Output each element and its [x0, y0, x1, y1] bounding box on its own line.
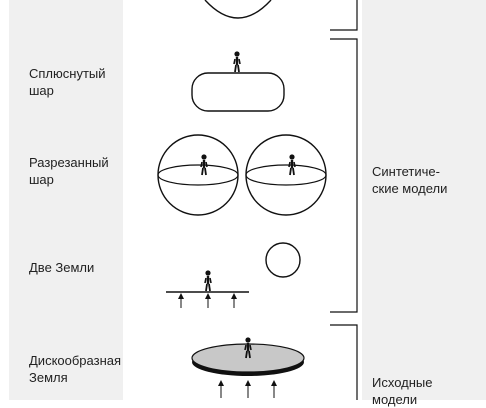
right-group-panel — [362, 0, 486, 400]
left-label-panel — [9, 0, 123, 400]
top-sphere-fragment — [204, 0, 272, 19]
flattened-sphere-label: Сплюснутый шар — [29, 66, 106, 98]
flattened-sphere-shape — [191, 72, 285, 112]
cut-sphere-left — [157, 134, 239, 216]
initial-group-bracket — [330, 324, 358, 400]
cut-sphere-right — [245, 134, 327, 216]
person-icon — [203, 269, 213, 293]
two-earths-label: Две Земли — [29, 260, 95, 275]
cut-sphere-label: Разрезанный шар — [29, 155, 109, 187]
two-earths-figure — [166, 242, 301, 308]
person-icon — [232, 50, 242, 74]
disk-earth-figure — [191, 336, 305, 398]
disk-earth-label: Дискообразная Земля — [29, 353, 122, 385]
synthetic-models-label: Синтетиче- ские модели — [372, 164, 448, 196]
initial-models-label: Исходные модели — [372, 375, 433, 407]
synthetic-group-bracket — [330, 38, 358, 313]
top-group-bracket — [330, 0, 358, 31]
sky-earth-circle — [265, 242, 301, 278]
